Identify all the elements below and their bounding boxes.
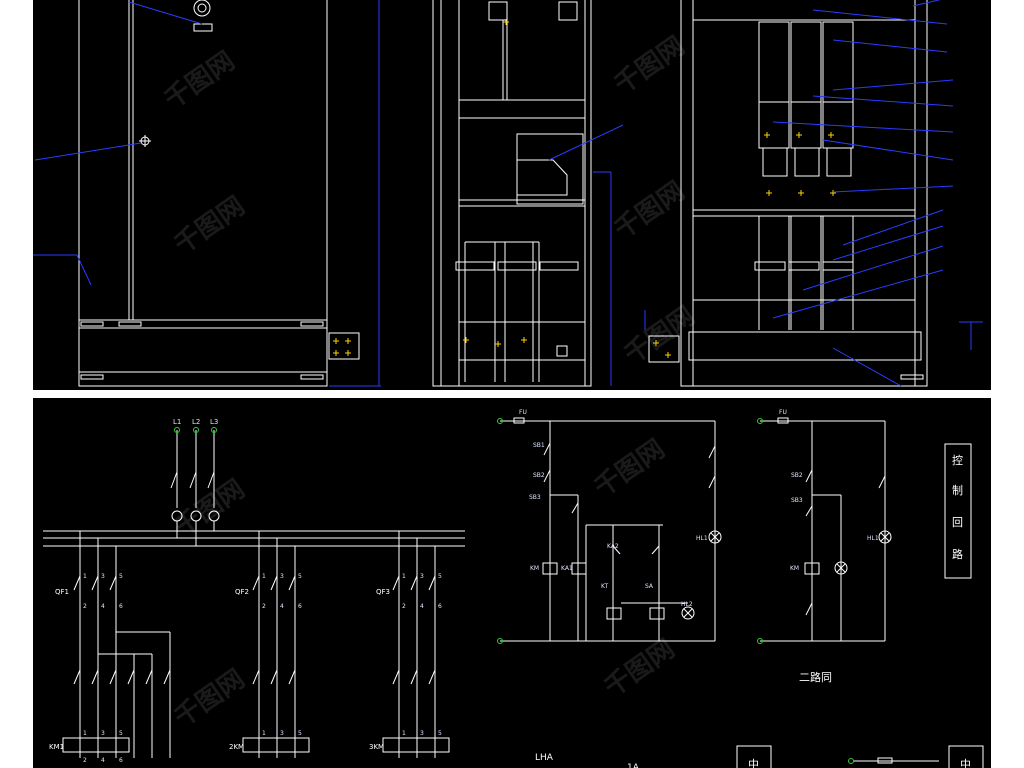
contact-number: 1 [83, 573, 87, 580]
contact-number: 3 [280, 730, 284, 737]
contact-number: 3 [280, 573, 284, 580]
terminal-box-right: 中 [960, 758, 971, 768]
contact-number: 2 [83, 757, 87, 764]
contact-number: 3 [101, 573, 105, 580]
main-circuit [43, 430, 465, 758]
button-label: SB2 [791, 472, 803, 479]
contact-number: 5 [298, 730, 302, 737]
watermark-text: 千图网 [589, 434, 670, 503]
rating-label: 1A [627, 763, 640, 768]
contact-number: 3 [420, 573, 424, 580]
control-circuit-1 [500, 417, 722, 642]
contact-number: 1 [262, 573, 266, 580]
button-label: SB3 [529, 494, 541, 501]
cabinet-elevation-drawing: 千图网 千图网 千图网 千图网 千图网 [33, 0, 991, 390]
cabinet-elevation-svg: 千图网 千图网 千图网 千图网 千图网 [33, 0, 983, 387]
control-box-title-char: 制 [952, 484, 963, 497]
breaker-label-3: QF3 [376, 588, 390, 596]
watermark-stamps: 千图网 千图网 千图网 千图网 千图网 [159, 31, 700, 370]
cabinet-front-view [78, 0, 360, 387]
watermark-text: 千图网 [609, 176, 690, 245]
relay-label: KA2 [607, 543, 619, 550]
diagram-labels: L1 L2 L3 QF1 QF2 QF3 KM1 2KM 3KM 1 3 5 2… [49, 409, 971, 768]
timer-label: KT [601, 583, 608, 590]
control-circuit-2 [736, 417, 984, 768]
lamp-label: HL1 [696, 535, 708, 542]
watermark-text: 千图网 [599, 634, 680, 703]
contactor-label-1: KM1 [49, 743, 64, 751]
phase-label-l2: L2 [192, 418, 200, 426]
relay-label: KA1 [561, 565, 573, 572]
contact-number: 4 [280, 603, 284, 610]
feeder-3 [382, 531, 450, 758]
control-box-title-char: 路 [952, 548, 963, 561]
contact-number: 1 [83, 730, 87, 737]
button-label: SB2 [533, 472, 545, 479]
contact-number: 1 [402, 730, 406, 737]
wiring-diagram: L1 L2 L3 QF1 QF2 QF3 KM1 2KM 3KM 1 3 5 2… [33, 398, 991, 768]
phase-label-l3: L3 [210, 418, 218, 426]
cabinet-internal-view [648, 0, 928, 387]
control-box-title-char: 控 [952, 453, 963, 467]
contact-number: 3 [101, 730, 105, 737]
cabinet-section-view [432, 0, 592, 387]
fuse-label: FU [779, 409, 787, 416]
second-circuit-note: 二路同 [799, 671, 832, 684]
current-transformer-label: LHA [535, 753, 554, 763]
contact-number: 4 [420, 603, 424, 610]
contact-number: 2 [262, 603, 266, 610]
contactor-label-3: 3KM [369, 743, 384, 751]
watermark-text: 千图网 [169, 191, 250, 260]
contact-number: 5 [119, 573, 123, 580]
terminal-box-left: 中 [748, 758, 759, 768]
terminal-markers [333, 19, 836, 358]
contact-number: 5 [298, 573, 302, 580]
contact-number: 1 [262, 730, 266, 737]
contact-number: 1 [402, 573, 406, 580]
contact-number: 2 [402, 603, 406, 610]
breaker-label-2: QF2 [235, 588, 249, 596]
contact-number: 4 [101, 603, 105, 610]
leader-lines [33, 0, 983, 387]
watermark-text: 千图网 [609, 31, 690, 100]
feeder-2 [242, 531, 310, 758]
contact-number: 4 [101, 757, 105, 764]
contact-number: 2 [83, 603, 87, 610]
lamp-label: HL2 [681, 601, 693, 608]
contact-number: 5 [438, 730, 442, 737]
contact-number: 6 [119, 603, 123, 610]
contact-number: 6 [119, 757, 123, 764]
contactor-label-2: 2KM [229, 743, 244, 751]
contact-number: 5 [438, 573, 442, 580]
coil-label: KM [790, 565, 799, 572]
connection-nodes [174, 418, 854, 764]
breaker-label-1: QF1 [55, 588, 69, 596]
switch-label: SA [645, 583, 654, 590]
contact-number: 6 [298, 603, 302, 610]
wiring-diagram-svg: L1 L2 L3 QF1 QF2 QF3 KM1 2KM 3KM 1 3 5 2… [43, 409, 984, 768]
watermark-text: 千图网 [619, 301, 700, 370]
lamp-label: HL1 [867, 535, 879, 542]
coil-label: KM [530, 565, 539, 572]
button-label: SB3 [791, 497, 803, 504]
phase-label-l1: L1 [173, 418, 181, 426]
feeder-1 [62, 531, 171, 758]
contact-number: 3 [420, 730, 424, 737]
contact-number: 5 [119, 730, 123, 737]
button-label: SB1 [533, 442, 545, 449]
control-box-title-char: 回 [952, 516, 963, 529]
contact-number: 6 [438, 603, 442, 610]
fuse-label: FU [519, 409, 527, 416]
watermark-text: 千图网 [169, 664, 250, 733]
watermark-text: 千图网 [159, 46, 240, 115]
